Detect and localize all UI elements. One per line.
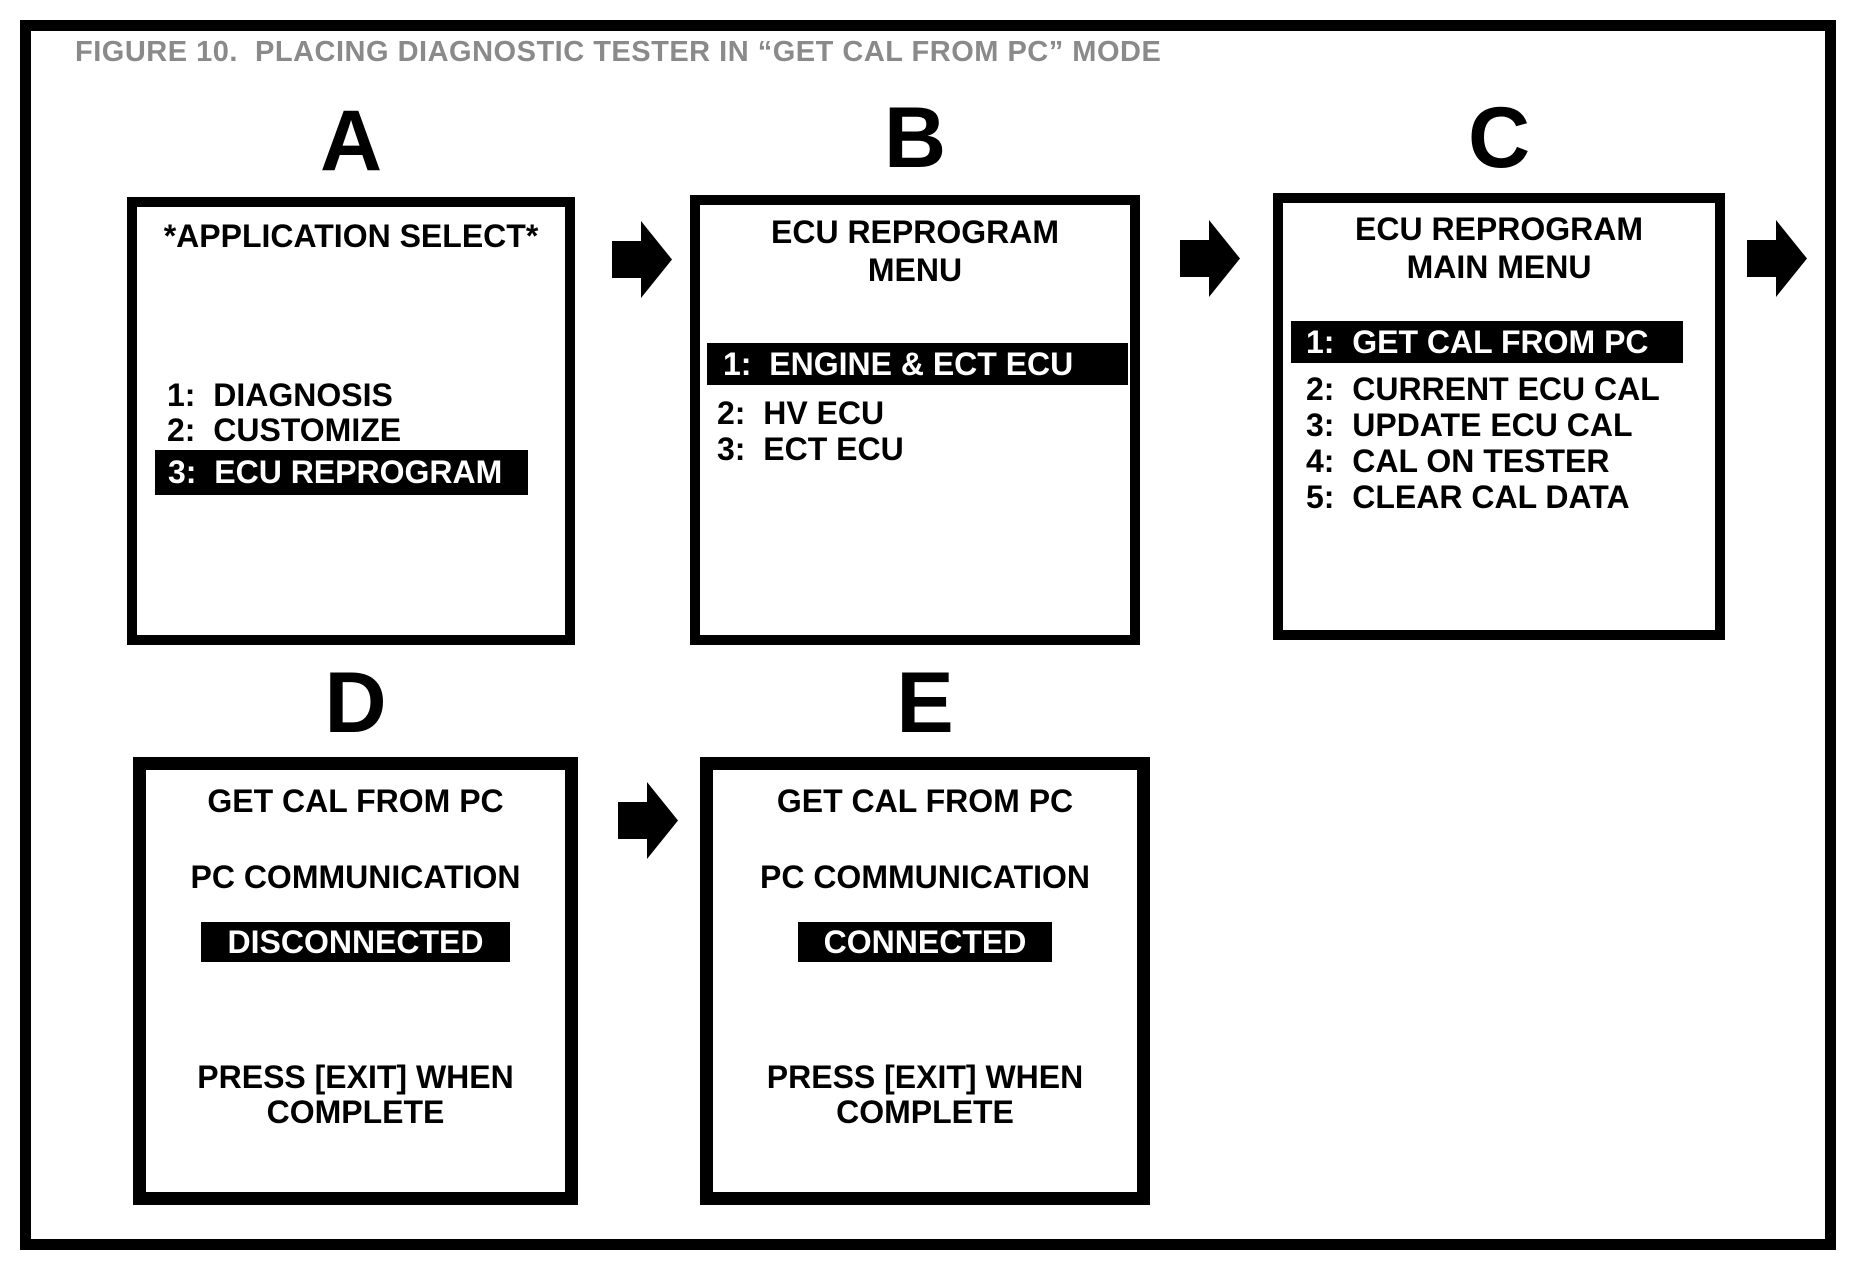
highlighted-menu-item: 1: ENGINE & ECT ECU bbox=[707, 343, 1128, 385]
tester-screen-a-application-select: *APPLICATION SELECT* 1: DIAGNOSIS 2: CUS… bbox=[127, 197, 575, 645]
footer-line2: COMPLETE bbox=[266, 1094, 445, 1130]
menu-item: 4: CAL ON TESTER bbox=[1306, 443, 1610, 479]
tester-screen-c-ecu-reprogram-main-menu: ECU REPROGRAM MAIN MENU 1: GET CAL FROM … bbox=[1273, 193, 1725, 640]
screen-d-line1: GET CAL FROM PC bbox=[207, 783, 504, 819]
tester-screen-d-pc-communication-disconnected: GET CAL FROM PC PC COMMUNICATION DISCONN… bbox=[133, 757, 578, 1205]
menu-item: 2: HV ECU bbox=[717, 395, 885, 431]
right-block-arrow-icon bbox=[618, 782, 678, 859]
highlighted-menu-item: 3: ECU REPROGRAM bbox=[155, 450, 528, 495]
right-block-arrow-icon bbox=[1747, 220, 1807, 297]
screen-b-title-line2: MENU bbox=[867, 252, 963, 288]
status-badge: CONNECTED bbox=[797, 922, 1053, 962]
menu-item: 5: CLEAR CAL DATA bbox=[1306, 479, 1630, 515]
screen-label-e: E bbox=[896, 655, 954, 751]
menu-item: 1: DIAGNOSIS bbox=[167, 377, 393, 413]
menu-item: 3: ECT ECU bbox=[717, 431, 904, 467]
right-block-arrow-icon bbox=[1180, 220, 1240, 297]
screen-a-title: *APPLICATION SELECT* bbox=[163, 218, 539, 254]
status-badge-wrap: CONNECTED bbox=[713, 922, 1137, 962]
right-block-arrow-icon bbox=[612, 221, 672, 298]
screen-b-title-line1: ECU REPROGRAM bbox=[770, 214, 1059, 250]
screen-c-title-line1: ECU REPROGRAM bbox=[1354, 211, 1643, 247]
menu-item: 2: CURRENT ECU CAL bbox=[1306, 371, 1660, 407]
screen-d-line2: PC COMMUNICATION bbox=[190, 859, 521, 895]
tester-screen-e-pc-communication-connected: GET CAL FROM PC PC COMMUNICATION CONNECT… bbox=[700, 757, 1150, 1205]
screen-label-a: A bbox=[319, 93, 383, 189]
tester-screen-b-ecu-reprogram-menu: ECU REPROGRAM MENU 1: ENGINE & ECT ECU 2… bbox=[690, 195, 1140, 645]
status-badge-wrap: DISCONNECTED bbox=[146, 922, 565, 962]
screen-label-d: D bbox=[324, 655, 387, 751]
screen-e-line2: PC COMMUNICATION bbox=[759, 859, 1091, 895]
footer-line1: PRESS [EXIT] WHEN bbox=[197, 1059, 514, 1095]
screen-label-b: B bbox=[883, 90, 947, 186]
screen-c-title-line2: MAIN MENU bbox=[1406, 249, 1592, 285]
screen-e-line1: GET CAL FROM PC bbox=[776, 783, 1074, 819]
status-badge: DISCONNECTED bbox=[201, 922, 510, 962]
highlighted-menu-item: 1: GET CAL FROM PC bbox=[1291, 321, 1683, 363]
menu-item: 3: UPDATE ECU CAL bbox=[1306, 407, 1633, 443]
figure-title: FIGURE 10. PLACING DIAGNOSTIC TESTER IN … bbox=[75, 36, 1162, 68]
menu-item: 2: CUSTOMIZE bbox=[167, 412, 402, 448]
screen-label-c: C bbox=[1467, 90, 1531, 186]
footer-line1: PRESS [EXIT] WHEN bbox=[766, 1059, 1084, 1095]
footer-line2: COMPLETE bbox=[836, 1094, 1014, 1130]
